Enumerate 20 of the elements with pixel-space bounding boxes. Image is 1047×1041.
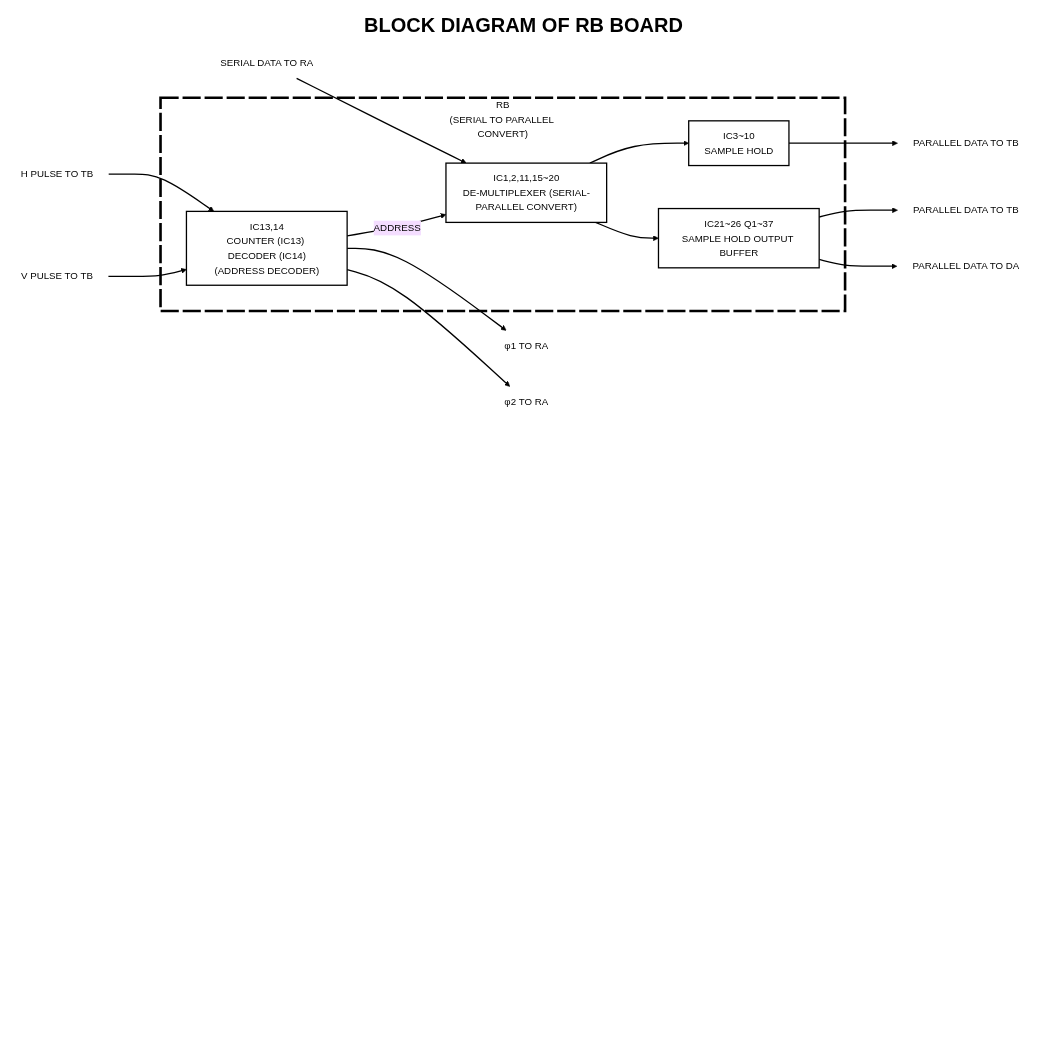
diagram-title: BLOCK DIAGRAM OF RB BOARD	[363, 14, 684, 37]
node-text: SERIAL DATA TO RA	[220, 57, 314, 69]
node-text: PARALLEL DATA TO TB	[913, 137, 1019, 149]
node-text: φ2 TO RA	[504, 395, 549, 407]
node-text: φ1 TO RA	[504, 339, 549, 351]
node-text: H PULSE TO TB	[20, 168, 94, 180]
arrow	[295, 77, 467, 164]
node-box: IC21~26 Q1~37 SAMPLE HOLD OUTPUT BUFFER	[657, 207, 820, 269]
arrow	[788, 140, 898, 147]
node-text: V PULSE TO TB	[21, 270, 93, 282]
edge-label: ADDRESS	[373, 221, 421, 233]
arrow	[595, 221, 659, 242]
node-box: IC3~10 SAMPLE HOLD	[688, 120, 790, 167]
arrow	[108, 173, 215, 212]
node-text: PARALLEL DATA TO TB	[913, 204, 1019, 216]
node-box: IC1,2,11,15~20 DE-MULTIPLEXER (SERIAL-PARALLEL CONVERT)	[445, 162, 608, 224]
arrow	[107, 268, 187, 277]
node-text: PARALLEL DATA TO DA	[912, 260, 1020, 272]
arrow	[589, 140, 689, 164]
node-box: IC13,14 COUNTER (IC13) DECODER (IC14) (ADDRESS DECODER)	[185, 210, 348, 286]
